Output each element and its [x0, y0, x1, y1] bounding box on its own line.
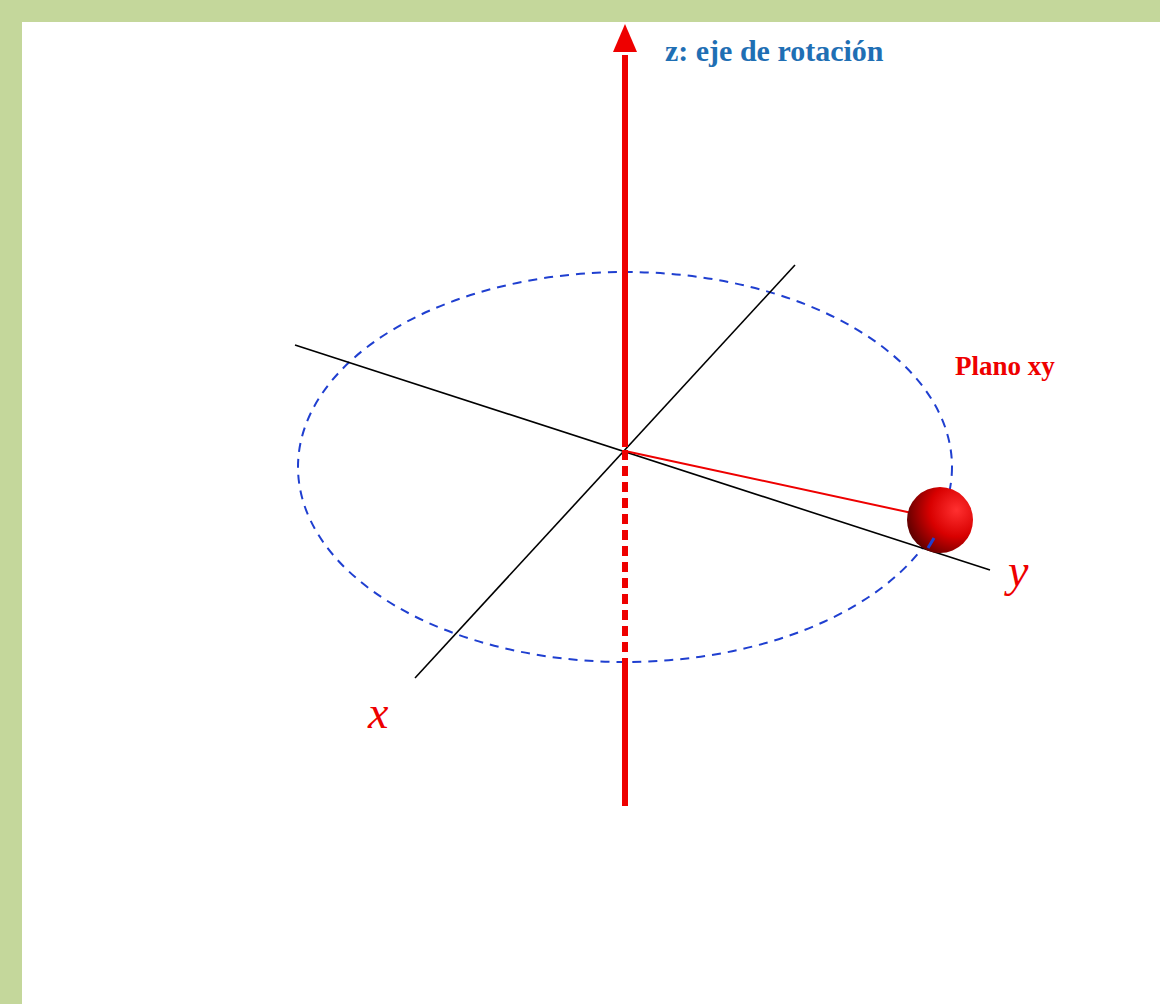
z-axis-hidden [622, 450, 628, 660]
x-axis [415, 265, 795, 678]
sphere [907, 487, 973, 553]
plane-label: Plano xy [955, 353, 1055, 380]
radius-line [625, 451, 912, 513]
axis-label: z: eje de rotación [665, 36, 884, 66]
white-panel [22, 22, 1160, 1004]
axis-name: y [1008, 548, 1028, 594]
orbit-mark [928, 538, 934, 548]
y-axis [295, 345, 990, 570]
axis-name: x [368, 690, 388, 736]
z-axis [622, 660, 628, 806]
z-arrowhead [613, 24, 637, 52]
z-axis [622, 55, 628, 447]
